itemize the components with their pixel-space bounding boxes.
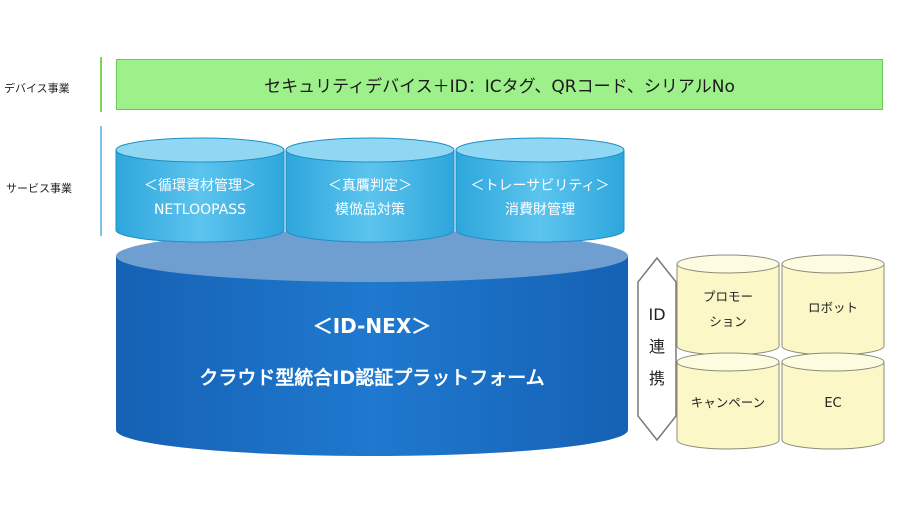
service-3-line2: 消費財管理 [505,202,575,218]
partner-promotion-line1: プロモー [703,289,753,304]
service-1-line1: ＜循環資材管理＞ [144,178,256,194]
device-business-bar: セキュリティデバイス＋ID：ICタグ、QRコード、シリアルNo [116,59,883,110]
service-row-separator [100,126,102,236]
service-2-line2: 模倣品対策 [335,201,405,218]
id-link-arrow [637,256,677,442]
partner-ec-label: EC [824,396,841,411]
partner-cylinder-promotion [676,254,780,356]
service-cylinder-traceability [455,137,625,243]
service-3-line1: ＜トレーサビリティ＞ [471,178,610,194]
partner-campaign-label: キャンペーン [691,395,765,410]
device-row-separator [100,57,102,112]
service-1-line2: NETLOOPASS [154,202,246,218]
device-row-label: デバイス事業 [4,82,70,95]
partner-cylinder-ec [781,352,885,450]
id-link-char-2: 連 [649,337,665,356]
platform-cylinder [116,230,628,456]
id-link-char-3: 携 [649,369,665,388]
id-link-char-1: ID [648,305,665,324]
service-2-line1: ＜真贋判定＞ [328,178,412,194]
platform-name: ＜ID-NEX＞ [313,314,432,338]
partner-promotion-line2: ション [709,314,747,329]
service-cylinder-netloopass [115,137,285,243]
platform-description: クラウド型統合ID認証プラットフォーム [199,366,544,389]
partner-robot-label: ロボット [808,300,858,315]
partner-cylinder-campaign [676,352,780,450]
service-cylinder-authenticity [285,137,455,243]
service-row-label: サービス事業 [6,182,72,195]
